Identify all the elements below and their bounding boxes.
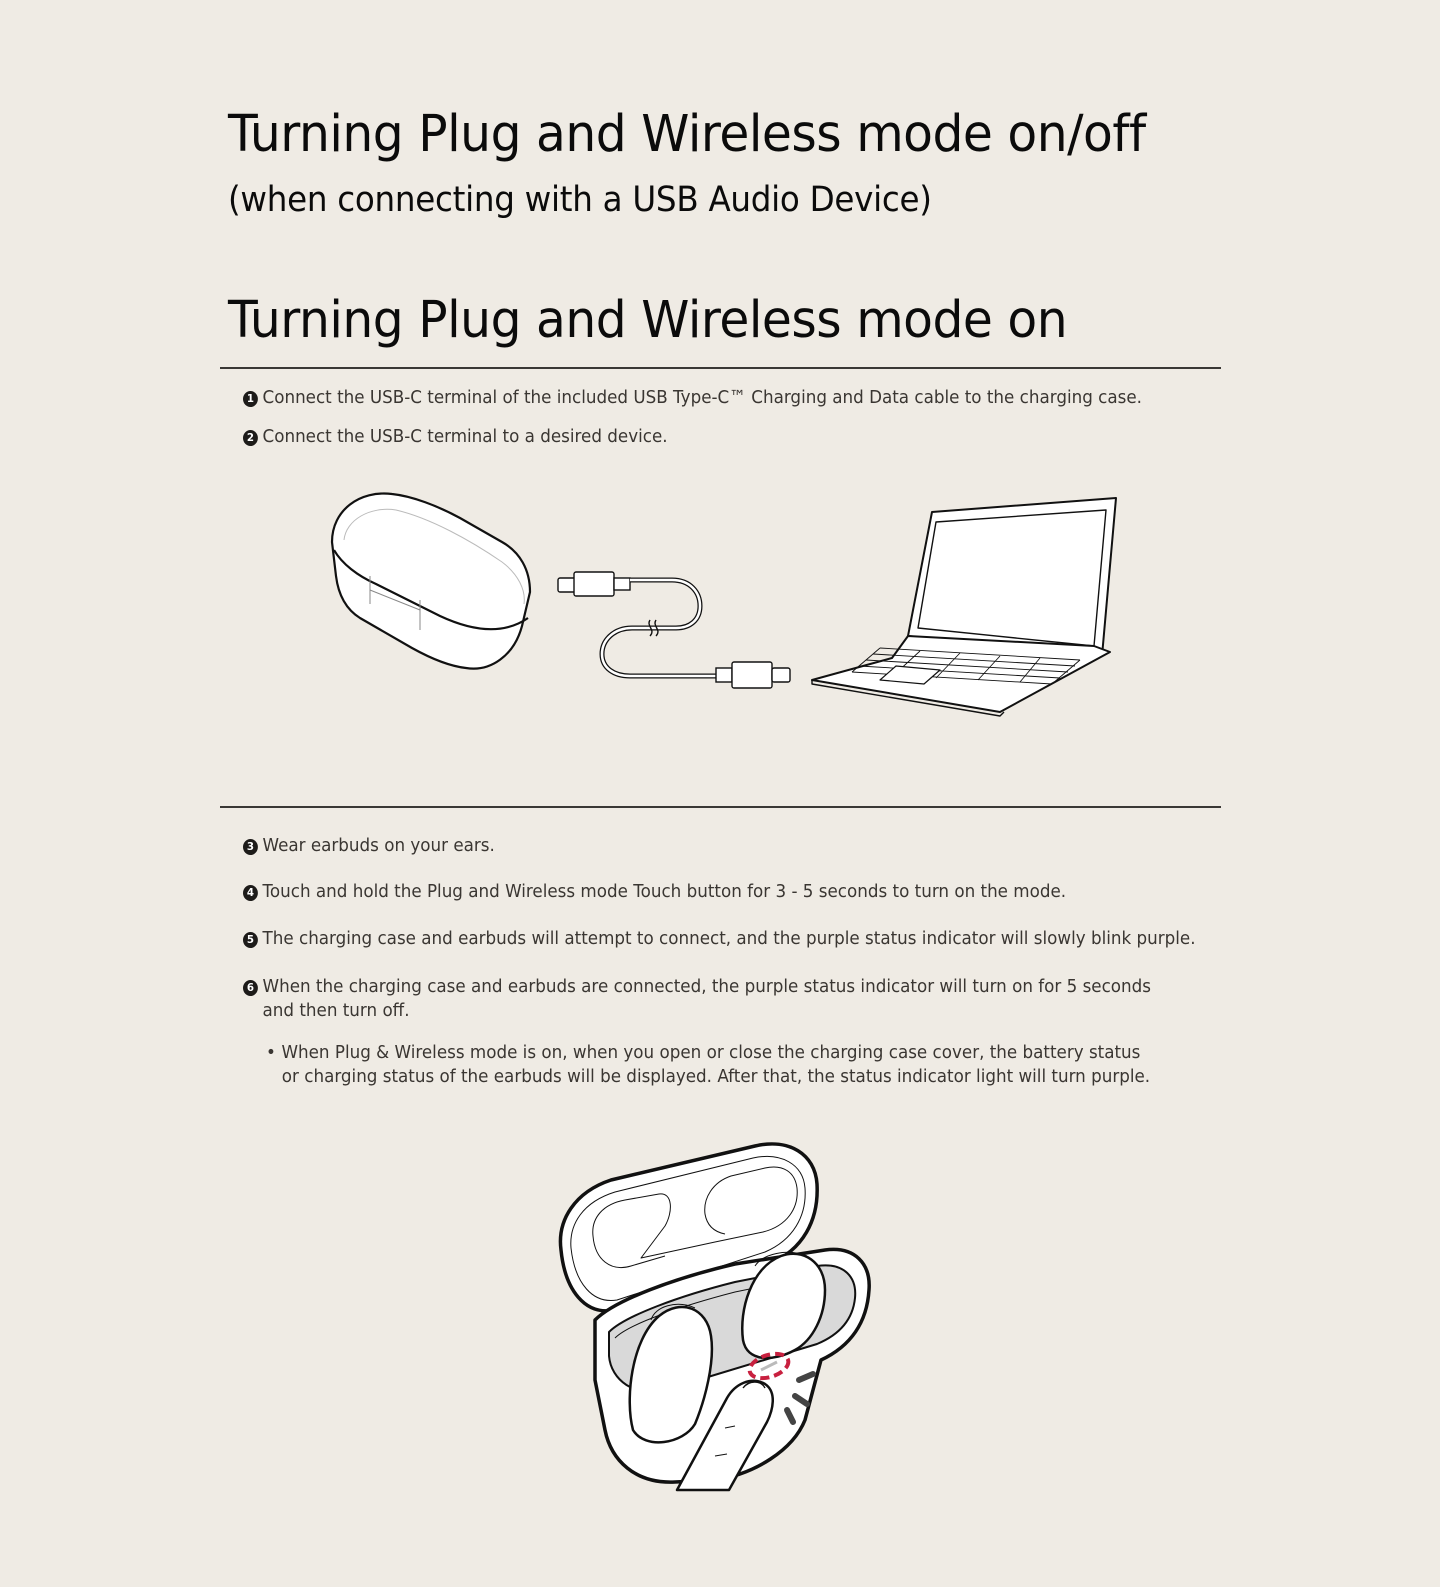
open-case-lid-icon	[558, 1142, 819, 1313]
step-text: When the charging case and earbuds are c…	[262, 976, 1152, 997]
note-bullet: •When Plug & Wireless mode is on, when y…	[266, 1041, 1150, 1089]
step-number-badge: 2	[243, 430, 258, 446]
section-divider-middle	[220, 806, 1221, 808]
laptop-icon	[811, 497, 1117, 717]
connect-illustration	[330, 492, 1117, 717]
finger-icon	[675, 1379, 774, 1492]
step-text: The charging case and earbuds will attem…	[262, 928, 1196, 949]
page-subtitle: (when connecting with a USB Audio Device…	[228, 180, 932, 220]
charging-case-closed-icon	[330, 492, 532, 670]
step-text: Connect the USB-C terminal of the includ…	[262, 387, 1142, 408]
step-text: Touch and hold the Plug and Wireless mod…	[262, 881, 1067, 902]
usb-c-cable-icon	[557, 571, 791, 689]
step-number-badge: 5	[243, 932, 258, 948]
earbud-right-icon	[741, 1251, 827, 1360]
touch-button-highlight-icon	[747, 1351, 791, 1381]
step-text-continued: and then turn off.	[262, 1000, 410, 1021]
section-divider-top	[220, 367, 1221, 369]
bullet-icon: •	[266, 1042, 276, 1063]
step-number-badge: 1	[243, 391, 258, 407]
earbud-left-icon	[628, 1304, 714, 1444]
step-number-badge: 4	[243, 885, 258, 901]
step-number-badge: 3	[243, 839, 258, 855]
step-text: Connect the USB-C terminal to a desired …	[262, 426, 668, 447]
blink-indicator-icon	[784, 1371, 816, 1425]
note-text-line1: When Plug & Wireless mode is on, when yo…	[281, 1042, 1141, 1063]
note-text-line2: or charging status of the earbuds will b…	[281, 1066, 1151, 1087]
section-title: Turning Plug and Wireless mode on	[228, 291, 1068, 350]
touch-illustration	[558, 1142, 871, 1492]
step-text: Wear earbuds on your ears.	[262, 835, 495, 856]
page-title: Turning Plug and Wireless mode on/off	[228, 105, 1146, 164]
step-number-badge: 6	[243, 980, 258, 996]
